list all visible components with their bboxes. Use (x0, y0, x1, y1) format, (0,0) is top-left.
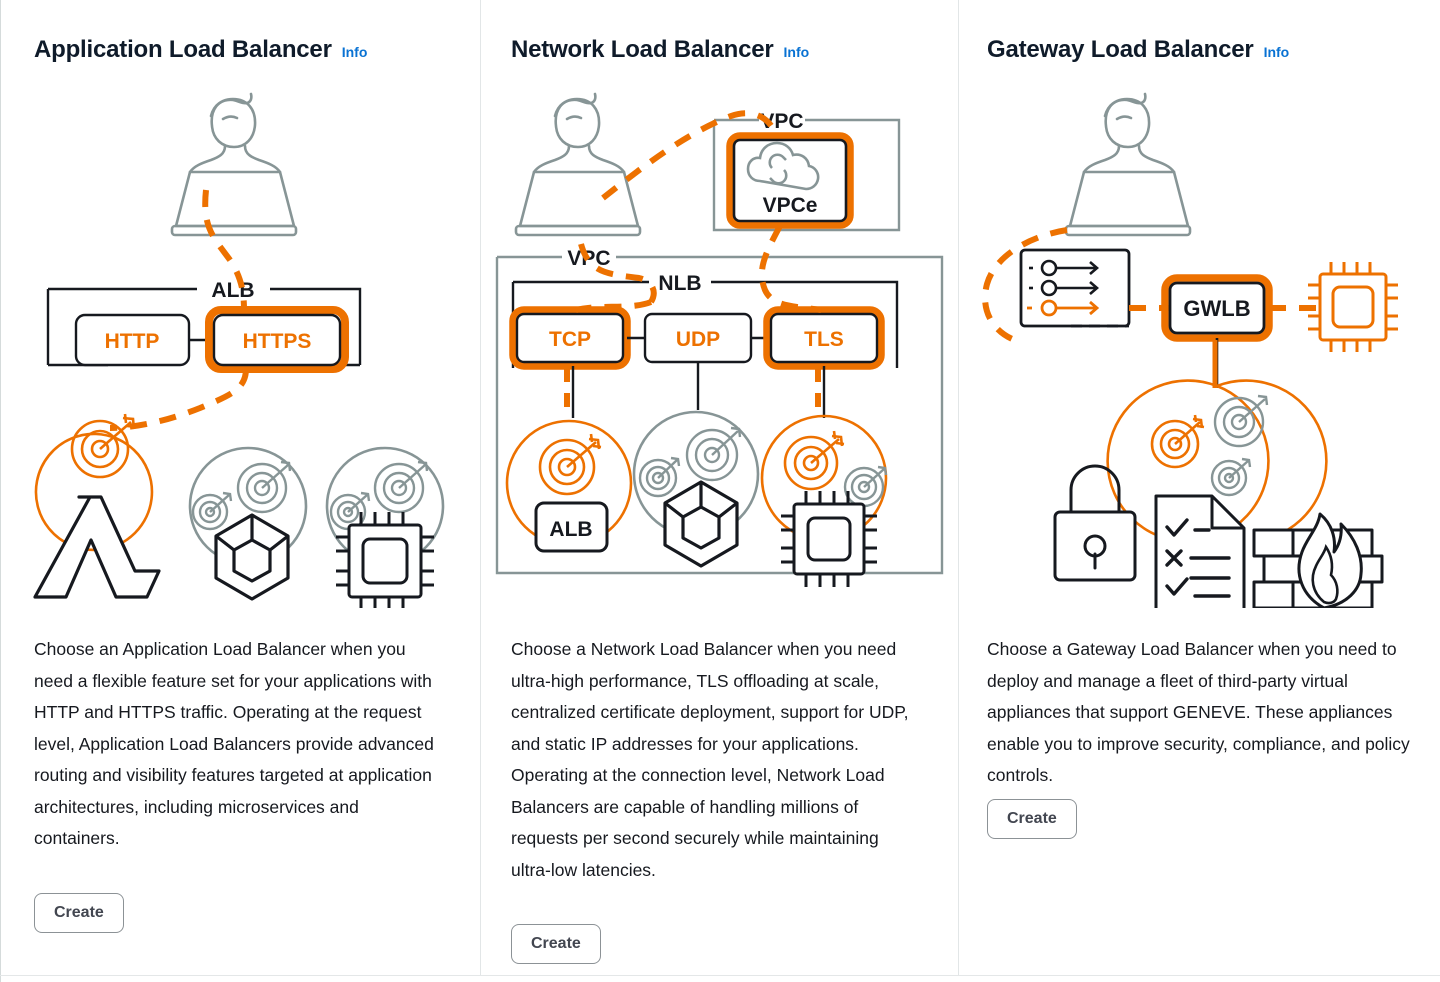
route-row-1 (1029, 259, 1099, 277)
target-icon (191, 460, 292, 531)
card-application-load-balancer: Application Load Balancer Info ALB (0, 0, 480, 982)
create-button[interactable]: Create (511, 924, 601, 964)
target-icon (638, 426, 742, 498)
alb-diagram: ALB HTTP HTTPS (0, 78, 480, 608)
client-to-nlb-path (578, 243, 657, 304)
gwlb-diagram: GWLB (959, 78, 1440, 608)
alb-container-label: ALB (211, 279, 254, 302)
listener-http[interactable]: HTTP (74, 313, 191, 367)
vpce-vpc-boundary: VPC (712, 110, 901, 232)
container-icon (214, 513, 290, 601)
target-group-alb[interactable]: ALB (505, 419, 633, 553)
client-to-listener-path (202, 189, 247, 311)
ec2-chip-icon (781, 491, 877, 587)
vpc-endpoint-cloud-icon (746, 141, 820, 191)
target-group-lambda[interactable] (33, 413, 161, 599)
target-group-containers[interactable] (632, 410, 760, 568)
listener-to-target-path (109, 368, 249, 431)
listener-tcp-label: TCP (549, 328, 591, 351)
target-icon (538, 433, 602, 496)
nlb-diagram: VPC VPCe VPC (481, 78, 958, 608)
bottom-rule (0, 975, 1440, 976)
target-icon-secondary (843, 465, 888, 508)
ec2-chip-icon (336, 512, 434, 608)
listener-https-label: HTTPS (243, 330, 312, 353)
target-group-appliances[interactable] (1053, 379, 1384, 608)
info-link[interactable]: Info (341, 44, 368, 60)
user-at-laptop-icon (1064, 92, 1192, 237)
nlb-to-tcp-path (575, 299, 653, 313)
page-title: Gateway Load Balancer (987, 36, 1254, 63)
page-title: Application Load Balancer (34, 36, 332, 63)
alb-header: Application Load Balancer Info (34, 36, 367, 64)
compliance-checklist-icon (1154, 494, 1246, 608)
page-title: Network Load Balancer (511, 36, 774, 63)
client-to-vpce-path (601, 110, 779, 201)
target-icon (329, 460, 429, 531)
listener-tls[interactable]: TLS (763, 306, 885, 370)
nlb-container-label: NLB (658, 272, 701, 295)
container-icon (663, 480, 739, 568)
listener-tls-label: TLS (804, 328, 844, 351)
listener-udp-label: UDP (676, 328, 720, 351)
vpce-vpc-label: VPC (760, 110, 803, 133)
target-icon-primary (1150, 414, 1205, 469)
route-row-3-highlighted (1027, 299, 1100, 317)
vpce-label: VPCe (763, 194, 818, 217)
gwlb-header: Gateway Load Balancer Info (987, 36, 1289, 64)
target-icon-secondary-2 (1210, 457, 1252, 497)
info-link[interactable]: Info (783, 44, 810, 60)
column-divider-1 (480, 0, 481, 975)
target-icon (70, 413, 137, 479)
listener-https[interactable]: HTTPS (205, 306, 349, 373)
target-icon-secondary-1 (1213, 394, 1269, 448)
vpce-to-tls-path (758, 224, 822, 313)
client-to-route-table-path (982, 227, 1068, 345)
firewall-icon (1252, 512, 1384, 608)
gwlb-description: Choose a Gateway Load Balancer when you … (987, 639, 1410, 785)
column-divider-2 (958, 0, 959, 975)
create-button[interactable]: Create (987, 799, 1077, 839)
target-icon-primary (783, 430, 845, 491)
nlb-header: Network Load Balancer Info (511, 36, 809, 64)
gwlb-label: GWLB (1183, 296, 1250, 321)
lambda-icon (33, 495, 161, 599)
target-group-instances[interactable] (325, 446, 445, 608)
user-at-laptop-icon (170, 92, 298, 237)
alb-description: Choose an Application Load Balancer when… (34, 639, 434, 848)
padlock-icon (1053, 464, 1137, 582)
listener-http-label: HTTP (105, 330, 160, 353)
card-gateway-load-balancer: Gateway Load Balancer Info (959, 0, 1440, 982)
target-group-containers[interactable] (188, 446, 308, 601)
create-button[interactable]: Create (34, 893, 124, 933)
nlb-description: Choose a Network Load Balancer when you … (511, 639, 909, 880)
left-edge-rule (0, 0, 1, 982)
ec2-chip-icon[interactable] (1308, 262, 1398, 352)
alb-target-label: ALB (549, 518, 592, 541)
info-link[interactable]: Info (1263, 44, 1290, 60)
listener-udp[interactable]: UDP (643, 312, 753, 364)
route-row-2 (1029, 279, 1099, 297)
listener-tcp[interactable]: TCP (509, 306, 631, 370)
vpce-box[interactable]: VPCe (726, 132, 854, 229)
user-at-laptop-icon (514, 92, 642, 237)
gwlb-box[interactable]: GWLB (1161, 274, 1273, 342)
target-group-instances[interactable] (760, 414, 888, 587)
route-table-icon[interactable] (1019, 248, 1131, 328)
alb-box-icon (534, 501, 609, 553)
card-network-load-balancer: Network Load Balancer Info VPC (481, 0, 958, 982)
